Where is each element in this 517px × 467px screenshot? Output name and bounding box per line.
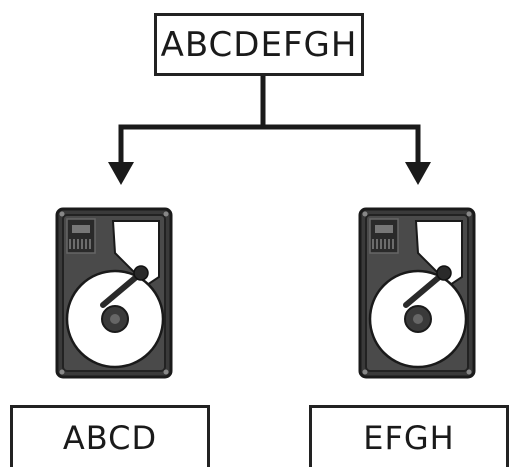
- source-label: ABCDEFGH: [160, 24, 358, 65]
- hard-drive-icon: [55, 207, 173, 379]
- right-target-label: EFGH: [363, 418, 455, 457]
- left-target-box: ABCD: [10, 405, 210, 467]
- left-target-label: ABCD: [62, 418, 158, 457]
- hard-drive-icon: [358, 207, 476, 379]
- arrow-down-icon: [108, 162, 134, 185]
- source-data-box: ABCDEFGH: [154, 13, 364, 76]
- right-target-box: EFGH: [309, 405, 509, 467]
- arrow-down-icon: [405, 162, 431, 185]
